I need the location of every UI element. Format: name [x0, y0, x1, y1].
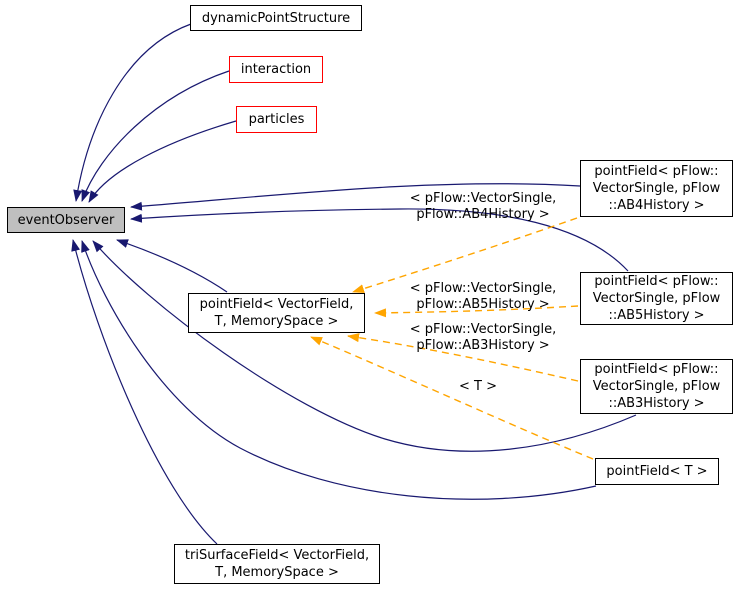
edge-pointfield-ab5-eventobserver: [130, 208, 629, 272]
node-point-field-ab4[interactable]: pointField< pFlow:: VectorSingle, pFlow …: [580, 160, 733, 217]
edge-particles-eventobserver: [88, 120, 237, 203]
edge-template-t: [310, 336, 594, 460]
edge-pointfield-ab3-eventobserver: [92, 240, 637, 452]
edge-pointfield-ab4-eventobserver: [130, 183, 581, 211]
edge-dynamicpointstructure-eventobserver: [73, 23, 192, 202]
edge-pointfield-t-eventobserver: [81, 240, 597, 500]
node-tri-surface-field[interactable]: triSurfaceField< VectorField, T, MemoryS…: [174, 544, 380, 584]
edge-pointfield-generic-eventobserver: [116, 239, 228, 293]
node-particles[interactable]: particles: [236, 106, 317, 133]
edge-template-ab3: [347, 333, 579, 382]
node-point-field-ab3[interactable]: pointField< pFlow:: VectorSingle, pFlow …: [580, 359, 733, 414]
node-point-field-ab5[interactable]: pointField< pFlow:: VectorSingle, pFlow …: [580, 272, 733, 325]
edge-interaction-eventobserver: [81, 70, 230, 202]
node-point-field-t[interactable]: pointField< T >: [595, 458, 719, 485]
node-dynamic-point-structure[interactable]: dynamicPointStructure: [190, 5, 362, 31]
edge-template-ab5: [374, 305, 579, 318]
node-interaction[interactable]: interaction: [229, 56, 323, 83]
edge-template-ab4: [352, 217, 578, 294]
node-event-observer: eventObserver: [7, 207, 125, 233]
edge-trisurfacefield-eventobserver: [71, 239, 218, 545]
node-point-field-generic[interactable]: pointField< VectorField, T, MemorySpace …: [188, 293, 365, 333]
